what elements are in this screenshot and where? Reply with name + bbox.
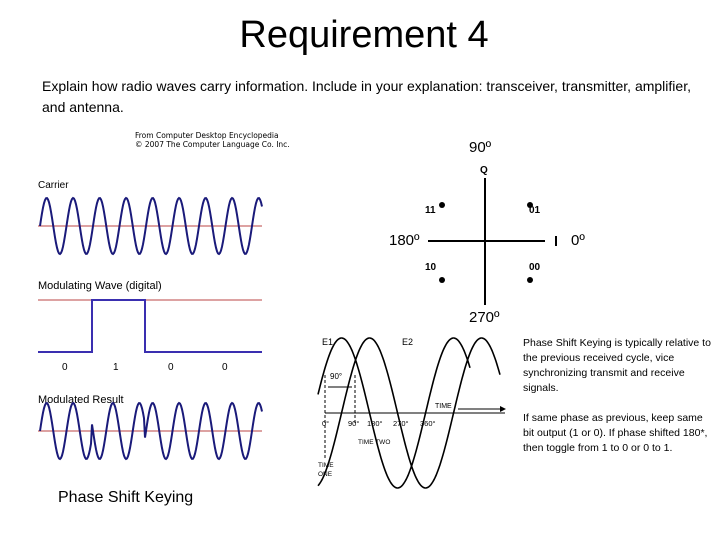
constellation-point-10 (439, 277, 445, 283)
phase-270-label: 270° (393, 419, 409, 428)
constellation-point-00 (527, 277, 533, 283)
psk-notes: Phase Shift Keying is typically relative… (523, 336, 713, 471)
deg-180-label: 180º (389, 232, 420, 249)
credit-line-1: From Computer Desktop Encyclopedia (135, 131, 279, 140)
bit-label: 0 (168, 362, 174, 373)
modulated-wave (39, 401, 263, 461)
q-axis-label: Q (480, 165, 488, 176)
constellation-point-11 (439, 202, 445, 208)
note-paragraph-2: If same phase as previous, keep same bit… (523, 412, 708, 454)
time-two-label: TIME TWO (358, 439, 391, 446)
deg-0-label: 0º (571, 232, 585, 249)
modulating-label: Modulating Wave (digital) (38, 280, 162, 292)
modulated-label: Modulated Result (38, 394, 124, 406)
phase-360-label: 360° (420, 419, 436, 428)
constellation-point-01 (527, 202, 533, 208)
bit-label: 0 (222, 362, 228, 373)
phase-90-label: 90° (330, 372, 343, 381)
point-label-10: 10 (425, 262, 437, 273)
bit-label: 0 (62, 362, 68, 373)
deg-90-label: 90º (469, 139, 492, 156)
phase-180-label: 180° (367, 419, 383, 428)
slide-title: Requirement 4 (239, 14, 489, 56)
credit-text: From Computer Desktop Encyclopedia © 200… (135, 131, 290, 149)
digital-wave (38, 299, 262, 353)
note-paragraph-1: Phase Shift Keying is typically relative… (523, 337, 711, 394)
e1-label: E1 (322, 337, 334, 347)
point-label-01: 01 (529, 205, 541, 216)
time-arrow-head (500, 406, 506, 412)
carrier-wave (39, 196, 263, 256)
footer-label: Phase Shift Keying (58, 489, 194, 506)
time-label: TIME (435, 403, 452, 410)
point-label-00: 00 (529, 262, 541, 273)
phase-0-label: 0° (322, 419, 330, 428)
carrier-label: Carrier (38, 180, 69, 191)
bit-label: 1 (113, 362, 119, 373)
e2-wave (317, 337, 501, 489)
phase-90b-label: 90° (348, 419, 360, 428)
time-one-label: TIME ONE (318, 462, 334, 478)
deg-270-label: 270º (469, 309, 500, 326)
point-label-11: 11 (425, 205, 436, 216)
e1-wave (317, 337, 471, 489)
credit-line-2: © 2007 The Computer Language Co. Inc. (135, 140, 290, 149)
slide-subtitle: Explain how radio waves carry informatio… (42, 78, 691, 115)
e2-label: E2 (402, 337, 414, 347)
